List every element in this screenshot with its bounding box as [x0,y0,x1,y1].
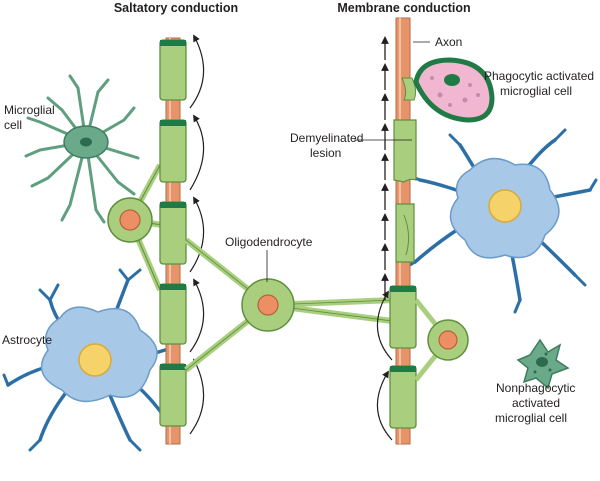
phagocytic-microglial-cell [413,57,495,123]
left-myelin-sheaths [159,39,187,427]
right-panel-title: Membrane conduction [337,1,470,15]
resting-microglial-cell [24,74,140,224]
right-myelin-sheaths [389,285,417,429]
phagocytic-label-line1: Phagocytic activated [484,69,594,83]
phagocytic-label-line2: microglial cell [500,84,572,98]
microglial-nucleus [80,137,92,147]
microglial-label-line1: Microglial [4,103,55,117]
right-saltatory-arrows [376,290,393,441]
left-panel-title: Saltatory conduction [114,1,238,15]
right-astrocyte-cell [403,128,598,314]
astrocyte-label: Astrocyte [2,333,52,347]
demyelinated-label-line1: Demyelinated [290,131,363,145]
left-oligodendrocyte [107,163,163,292]
nonphagocytic-label-line1: Nonphagocytic [496,381,575,395]
damaged-myelin [393,77,417,263]
nonphagocytic-microglial-cell [516,338,570,390]
oligodendrocyte-label: Oligodendrocyte [225,235,313,249]
nonphagocytic-label-line2: activated [512,396,560,410]
axon-label: Axon [435,35,462,49]
nonphagocytic-label-line3: microglial cell [495,411,567,425]
right-oligodendrocyte [414,298,469,382]
saltatory-arrows [189,34,205,435]
microglial-label-line2: cell [4,118,22,132]
astrocyte-cell [2,268,174,452]
astrocyte-nucleus [78,343,112,377]
central-oligodendrocyte [184,237,401,373]
demyelinated-label-line2: lesion [310,146,341,160]
leader-lines [266,41,430,282]
